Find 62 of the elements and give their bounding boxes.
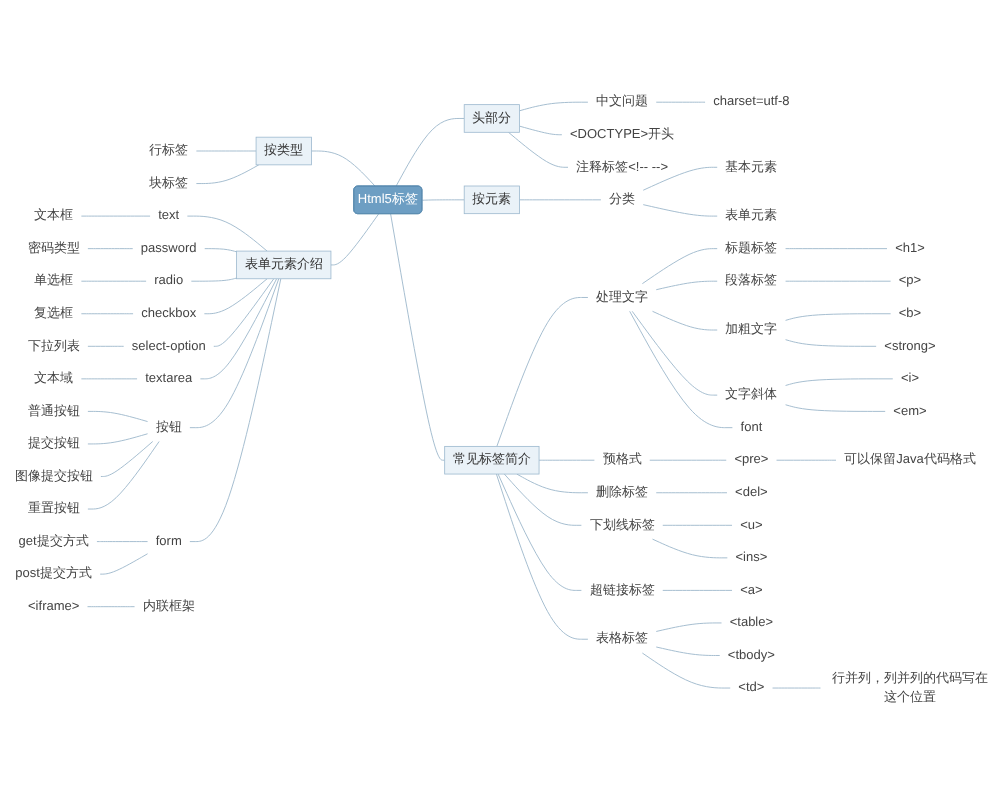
connector-line xyxy=(100,441,154,477)
connector-line xyxy=(310,150,376,187)
connector-line xyxy=(204,248,238,253)
connector-line xyxy=(496,297,589,447)
connector-line xyxy=(642,204,718,217)
connector-line xyxy=(516,473,589,494)
connector-line xyxy=(195,164,260,185)
connector-line xyxy=(519,125,563,136)
connector-line xyxy=(495,473,589,640)
connector-line xyxy=(772,687,821,689)
connector-line xyxy=(662,589,733,591)
connector-line xyxy=(785,313,892,321)
connector-line xyxy=(655,622,722,632)
connector-line xyxy=(189,278,280,429)
connector-line xyxy=(538,459,595,461)
connector-line xyxy=(203,278,268,315)
connector-line xyxy=(80,215,151,217)
connector-line xyxy=(87,433,149,445)
connector-line xyxy=(87,248,134,250)
connector-line xyxy=(776,459,837,461)
connector-line xyxy=(213,278,275,347)
connector-line xyxy=(785,378,894,386)
connector-line xyxy=(87,606,136,608)
connector-line xyxy=(186,215,268,252)
connector-line xyxy=(655,646,721,656)
connector-line xyxy=(195,150,257,152)
connector-line xyxy=(189,278,282,543)
connector-line xyxy=(87,410,149,423)
connector-line xyxy=(87,441,160,510)
connector-line xyxy=(330,213,380,266)
connector-line xyxy=(519,199,602,201)
connector-line xyxy=(652,310,718,331)
connector-line xyxy=(390,213,446,461)
connector-line xyxy=(652,538,728,559)
connector-line xyxy=(629,310,733,429)
connector-line xyxy=(631,310,718,396)
connector-line xyxy=(87,345,125,347)
connector-line xyxy=(421,199,465,201)
connector-line xyxy=(649,459,727,461)
connector-line xyxy=(642,166,718,191)
connector-line xyxy=(655,101,706,103)
connector-line xyxy=(655,280,718,291)
connector-line xyxy=(785,248,888,250)
connector-line xyxy=(99,553,149,575)
connector-line xyxy=(655,492,728,494)
connector-line xyxy=(80,280,147,282)
connector-line xyxy=(190,277,238,282)
connector-line xyxy=(508,131,569,168)
connector-line xyxy=(662,524,733,526)
connector-line xyxy=(497,473,582,591)
connector-line xyxy=(785,280,892,282)
connector-line xyxy=(641,652,731,689)
connector-line xyxy=(80,313,134,315)
connector-line xyxy=(395,118,465,187)
connector-line xyxy=(96,541,149,543)
connector-line xyxy=(641,248,718,285)
connector-line xyxy=(785,404,886,412)
connector-line xyxy=(199,278,278,380)
connector-line xyxy=(80,378,138,380)
connector-line xyxy=(519,101,589,112)
connector-line xyxy=(503,473,582,526)
connector-line xyxy=(785,339,877,347)
